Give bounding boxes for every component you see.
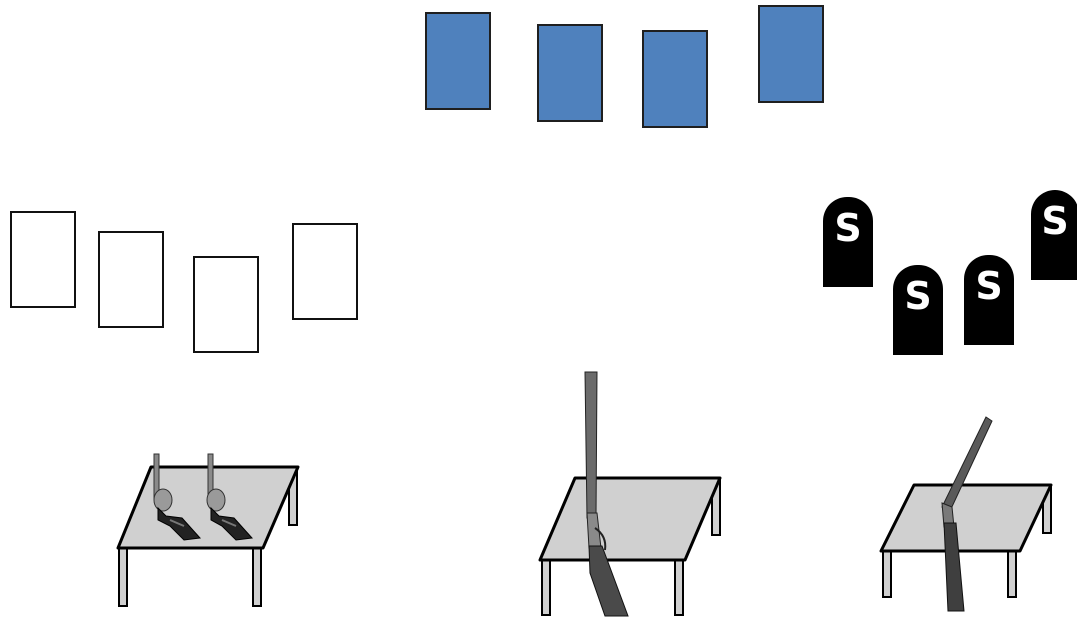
empty-card-4 (292, 223, 358, 320)
table-top (540, 478, 720, 560)
table-leg (253, 548, 261, 606)
blue-card-4 (758, 5, 824, 103)
table-leg (675, 560, 683, 615)
table-leg (119, 548, 127, 606)
tombstone-3: S (964, 255, 1014, 345)
empty-card-2 (98, 231, 164, 328)
table-top (881, 485, 1051, 551)
table-middle (535, 368, 730, 618)
blue-card-2 (537, 24, 603, 122)
table-leg (542, 560, 550, 615)
tombstone-letter: S (834, 209, 861, 287)
blue-card-3 (642, 30, 708, 128)
table-leg (883, 551, 891, 597)
table-right (878, 415, 1058, 615)
table-left (110, 440, 310, 615)
tombstone-letter: S (904, 277, 931, 355)
tombstone-2: S (893, 265, 943, 355)
tombstone-1: S (823, 197, 873, 287)
empty-card-3 (193, 256, 259, 353)
tombstone-4: S (1031, 190, 1077, 280)
tombstone-letter: S (1041, 202, 1068, 280)
tombstone-letter: S (975, 267, 1002, 345)
blue-card-1 (425, 12, 491, 110)
table-leg (1008, 551, 1016, 597)
empty-card-1 (10, 211, 76, 308)
